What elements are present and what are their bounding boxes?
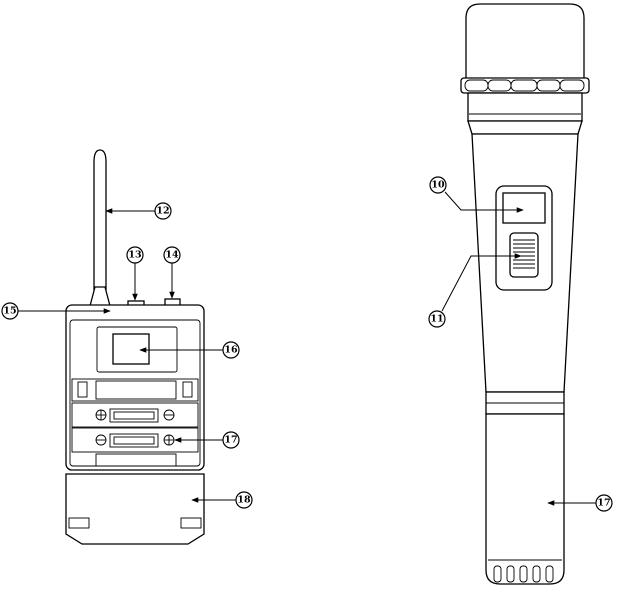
callout-14: 14	[164, 247, 180, 298]
callout-label: 14	[165, 250, 179, 261]
callout-label: 12	[156, 206, 169, 217]
callout-label: 18	[237, 495, 251, 506]
mic-grille	[466, 4, 584, 80]
mic-battery-cover	[486, 414, 564, 584]
callout-12: 12	[106, 203, 171, 219]
callout-label: 16	[224, 345, 238, 356]
callout-label: 11	[430, 314, 443, 325]
antenna	[90, 150, 110, 306]
callout-label: 17	[597, 498, 610, 509]
callout-label: 15	[3, 306, 16, 317]
lcd-display	[113, 334, 149, 364]
bodypack-transmitter	[66, 150, 204, 544]
callout-13: 13	[127, 247, 143, 300]
callout-label: 13	[128, 250, 141, 261]
callout-label: 10	[431, 180, 445, 191]
callout-label: 17	[224, 435, 237, 446]
mic-lcd-display	[503, 193, 545, 223]
belt-clip	[66, 474, 204, 544]
handheld-microphone	[461, 4, 589, 584]
